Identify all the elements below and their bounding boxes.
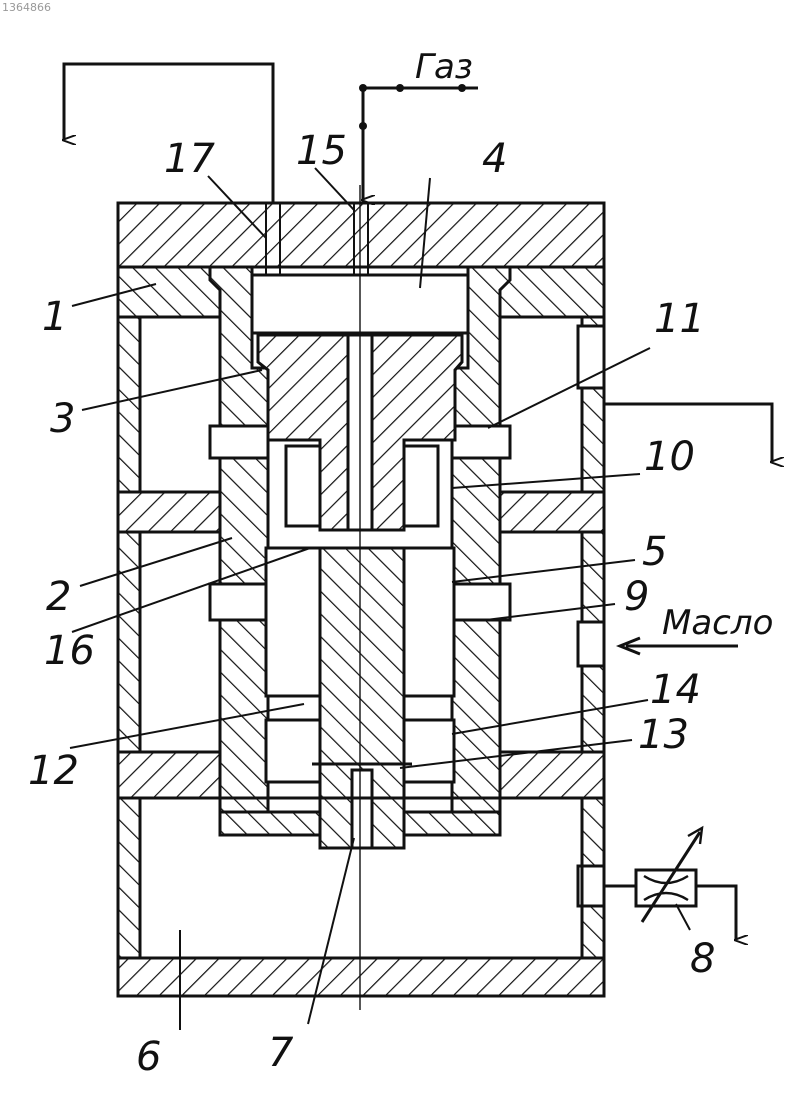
label-5: 5 — [642, 529, 667, 575]
document-id: 1364866 — [2, 1, 51, 14]
label-8: 8 — [690, 936, 715, 982]
label-12: 12 — [28, 748, 79, 794]
label-1: 1 — [42, 294, 67, 340]
return-line-top — [64, 64, 273, 203]
cover-ring-left — [118, 267, 220, 317]
label-10: 10 — [644, 434, 695, 480]
throttle-valve — [604, 828, 736, 940]
label-16: 16 — [44, 628, 95, 674]
cover-ring-right — [500, 267, 604, 317]
gas-label: Газ — [415, 47, 473, 87]
gas-supply-line — [359, 84, 478, 200]
oil-label: Масло — [662, 603, 773, 643]
label-15: 15 — [296, 128, 347, 174]
label-9: 9 — [624, 574, 649, 620]
label-4: 4 — [482, 136, 507, 182]
label-13: 13 — [638, 712, 689, 758]
label-7: 7 — [268, 1030, 294, 1076]
label-14: 14 — [650, 667, 701, 713]
label-3: 3 — [50, 396, 75, 442]
label-2: 2 — [46, 574, 71, 620]
label-17: 17 — [164, 136, 215, 182]
label-6: 6 — [136, 1034, 161, 1080]
label-11: 11 — [654, 296, 705, 342]
